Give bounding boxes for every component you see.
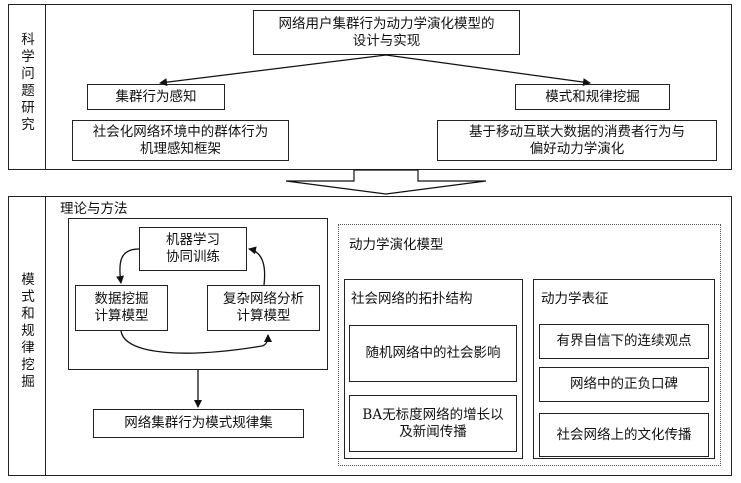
pattern-mining-box: 模式和规律挖掘 bbox=[515, 84, 670, 110]
data-mining-line1: 数据挖掘 bbox=[94, 291, 149, 307]
ml-line1: 机器学习 bbox=[166, 232, 220, 248]
bounded-confidence-box: 有界自信下的连续观点 bbox=[539, 324, 709, 359]
complexnet-to-ml-arrow bbox=[248, 246, 266, 286]
consumer-behavior-box: 基于移动互联大数据的消费者行为与 偏好动力学演化 bbox=[437, 120, 717, 161]
mechanism-framework-line1: 社会化网络环境中的群体行为 bbox=[92, 123, 269, 140]
word-of-mouth-label: 网络中的正负口碑 bbox=[570, 376, 678, 392]
topology-title: 社会网络的拓扑结构 bbox=[351, 291, 473, 307]
main-title-line1: 网络用户集群行为动力学演化模型的 bbox=[278, 15, 495, 32]
consumer-behavior-line1: 基于移动互联大数据的消费者行为与 bbox=[469, 123, 685, 140]
random-network-box: 随机网络中的社会影响 bbox=[349, 325, 517, 382]
culture-propagation-label: 社会网络上的文化传播 bbox=[556, 426, 692, 443]
word-of-mouth-box: 网络中的正负口碑 bbox=[539, 367, 709, 402]
collective-perception-box: 集群行为感知 bbox=[87, 84, 225, 110]
random-network-label: 随机网络中的社会影响 bbox=[365, 345, 501, 361]
main-title-box: 网络用户集群行为动力学演化模型的 设计与实现 bbox=[253, 10, 520, 55]
pattern-set-box: 网络集群行为模式规律集 bbox=[93, 409, 304, 438]
section-transition-arrow bbox=[285, 169, 487, 195]
dynamics-model-title: 动力学演化模型 bbox=[349, 237, 444, 253]
consumer-behavior-line2: 偏好动力学演化 bbox=[529, 140, 625, 157]
main-title-line2: 设计与实现 bbox=[352, 32, 421, 49]
datamining-to-complexnet-arrow bbox=[120, 330, 272, 354]
dynamics-model-group bbox=[338, 224, 721, 466]
collective-perception-label: 集群行为感知 bbox=[115, 88, 197, 105]
title-to-mining-arrow bbox=[385, 54, 591, 87]
research-side-label-box bbox=[8, 4, 46, 170]
title-to-perception-arrow bbox=[159, 54, 387, 87]
mechanism-framework-line2: 机理感知框架 bbox=[140, 140, 221, 157]
data-mining-model-box: 数据挖掘 计算模型 bbox=[75, 285, 168, 331]
theory-methods-title: 理论与方法 bbox=[60, 201, 128, 217]
mining-side-label: 模式和规律挖掘 bbox=[21, 272, 35, 390]
complex-network-line1: 复杂网络分析 bbox=[223, 291, 304, 307]
complex-network-line2: 计算模型 bbox=[236, 308, 291, 324]
dynamics-char-title: 动力学表征 bbox=[541, 291, 609, 307]
ml-line2: 协同训练 bbox=[166, 249, 220, 265]
pattern-set-label: 网络集群行为模式规律集 bbox=[124, 415, 273, 431]
pattern-mining-label: 模式和规律挖掘 bbox=[545, 88, 640, 105]
mechanism-framework-box: 社会化网络环境中的群体行为 机理感知框架 bbox=[72, 120, 289, 161]
bounded-confidence-label: 有界自信下的连续观点 bbox=[556, 333, 692, 349]
research-side-label: 科学问题研究 bbox=[21, 32, 35, 133]
ba-network-line1: BA无标度网络的增长以 bbox=[362, 406, 504, 423]
ml-to-datamining-arrow bbox=[116, 248, 140, 284]
ba-network-line2: 及新闻传播 bbox=[399, 423, 467, 440]
complex-network-model-box: 复杂网络分析 计算模型 bbox=[207, 285, 320, 331]
data-mining-line2: 计算模型 bbox=[94, 308, 149, 324]
mining-side-label-box bbox=[8, 196, 46, 476]
culture-propagation-box: 社会网络上的文化传播 bbox=[539, 413, 709, 457]
ml-cotraining-box: 机器学习 协同训练 bbox=[139, 227, 247, 271]
ba-network-box: BA无标度网络的增长以 及新闻传播 bbox=[349, 395, 517, 452]
